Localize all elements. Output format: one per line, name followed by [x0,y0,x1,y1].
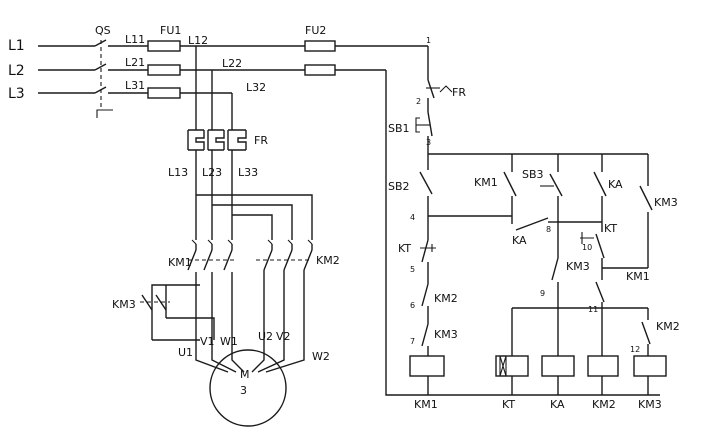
sb2-start: SB2 4 [388,154,512,222]
fu1-fuses: FU1 L12 L22 L32 [147,24,305,99]
l22-label: L22 [222,57,242,70]
coils: KM1 KT KA KM2 KM3 [409,355,667,411]
l13-label: L13 [168,166,188,179]
km1-nc-contact: KM1 11 [588,267,650,314]
km1-main-label: KM1 [168,256,192,269]
qs-label: QS [95,24,111,37]
km1-main-contacts: KM1 [168,239,236,290]
node-8: 8 [546,225,551,234]
l33-label: L33 [238,166,258,179]
km1-nc-label: KM1 [626,270,650,283]
km3-nc-label: KM3 [654,196,678,209]
coil-km2 [587,355,619,377]
l23-label: L23 [202,166,222,179]
l3-label: L3 [8,86,25,102]
kt-no-label: KT [604,222,617,235]
fu2-label: FU2 [305,24,326,37]
sb3-label: SB3 [522,168,544,181]
coil-ka [541,355,575,377]
qs-switch: QS L11 L21 L31 [94,24,148,118]
coil-km3-label: KM3 [638,398,662,411]
coil-kt-label: KT [502,398,515,411]
sb1-stop: SB1 3 [388,111,433,154]
left-branch-contacts: KT 5 KM2 6 KM3 7 [398,216,458,356]
ka-nc-label: KA [512,234,527,247]
motor: M 3 [209,349,287,427]
l1-label: L1 [8,38,25,54]
fr-thermal-relay: FR L13 L23 L33 [168,129,268,240]
v2-label: V2 [276,330,291,343]
fu1-label: FU1 [160,24,181,37]
coil-km2-label: KM2 [592,398,616,411]
neutral-rail [385,70,660,396]
km2-main-contacts: KM2 [256,239,340,271]
km2-no-label: KM2 [656,320,680,333]
ka-no-contact: KA [558,154,623,223]
main-drops [195,46,233,130]
node-12: 12 [630,345,640,354]
u2-label: U2 [258,330,273,343]
km1-hold-contact: KM1 [474,154,517,216]
node-5: 5 [410,265,415,274]
ka-nc-contact: KA [511,216,558,247]
node-2: 2 [416,97,421,106]
l2-label: L2 [8,63,25,79]
sb2-label: SB2 [388,180,410,193]
motor-circle [209,349,287,427]
kt-no-contact: KT 10 [580,222,617,268]
sb3-button: SB3 8 [522,154,563,258]
u1-label: U1 [178,346,193,359]
l12-label: L12 [188,34,208,47]
motor-3-label: 3 [240,384,247,397]
node-10: 10 [582,243,592,252]
km2-branches [196,194,313,240]
w2-label: W2 [312,350,330,363]
km3-contact-label: KM3 [566,260,590,273]
km2-nc-label: KM2 [434,292,458,305]
km3-main-label: KM3 [112,298,136,311]
w1-label: W1 [220,335,238,348]
fr-contact-label: FR [452,86,466,99]
sb1-label: SB1 [388,122,410,135]
node-11: 11 [588,305,598,314]
coil-km3 [633,355,667,377]
ka-no-label: KA [608,178,623,191]
kt-nc-label: KT [398,242,411,255]
km3-nc-left-label: KM3 [434,328,458,341]
supply-lines: L1 L2 L3 [8,38,95,102]
km2-main-label: KM2 [316,254,340,267]
node-3: 3 [426,138,431,147]
node-4: 4 [410,213,415,222]
l31-label: L31 [125,79,145,92]
fr-label: FR [254,134,268,147]
fu2-fuses: FU2 1 [304,24,431,76]
fr-contact: FR 2 [416,46,466,112]
l32-label: L32 [246,81,266,94]
km3-branch: KM3 [639,154,678,268]
l11-label: L11 [125,33,145,46]
v1-label: V1 [200,335,215,348]
node-6: 6 [410,301,415,310]
km2-no-contact: KM2 12 [630,308,680,356]
km3-no-contact: KM3 9 [512,257,602,309]
motor-m-label: M [240,368,250,381]
node-7: 7 [410,337,415,346]
motor-leads: U1 V1 W1 U2 V2 W2 [178,270,330,373]
km1-contact-label: KM1 [474,176,498,189]
coil-ka-label: KA [550,398,565,411]
km3-star-contacts: KM3 [112,284,215,341]
coil-km1-label: KM1 [414,398,438,411]
l21-label: L21 [125,56,145,69]
node-9: 9 [540,289,545,298]
node-1: 1 [426,36,431,45]
coil-km1 [409,355,445,377]
